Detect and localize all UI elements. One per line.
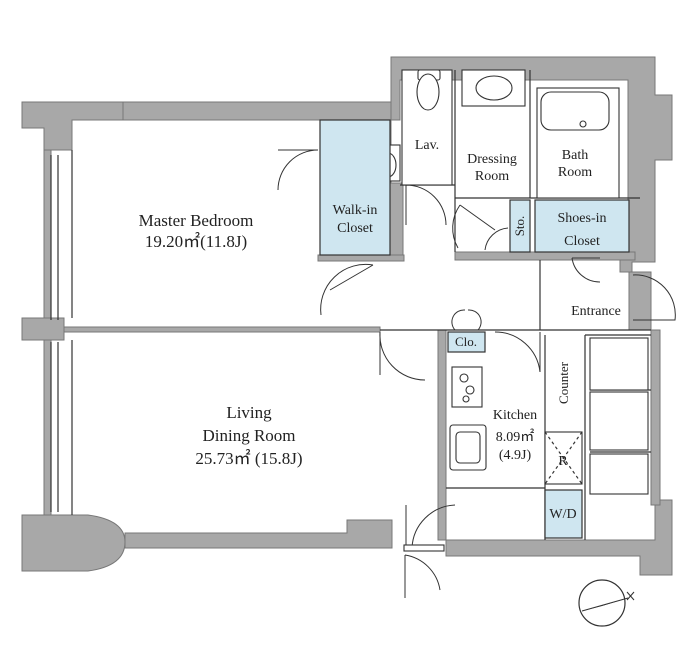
wall-walkin-right (389, 182, 404, 259)
room-labels: Master Bedroom 19.20㎡(11.8J) Walk-in Clo… (139, 138, 621, 522)
closet-area (447, 331, 486, 353)
entrance-label: Entrance (571, 304, 621, 319)
shoes-in-closet-label-2: Closet (564, 234, 600, 249)
living-label: Living (226, 403, 272, 422)
door-bottom (405, 504, 456, 550)
storage-cabinet-lower (589, 453, 649, 495)
washer-dryer-label: W/D (549, 507, 576, 522)
door-dressing (452, 204, 496, 249)
bath-room-label-1: Bath (562, 148, 588, 163)
refrigerator-label: R (558, 454, 568, 469)
door-living (379, 331, 426, 381)
door-lav (405, 184, 447, 226)
bathtub-icon (536, 87, 620, 199)
door-kitchen (494, 331, 541, 373)
living-dining-area: 25.73㎡ (15.8J) (195, 449, 302, 468)
wall-bedroom-living (63, 326, 381, 333)
refrigerator-icon (544, 431, 583, 485)
wall-bottom-living (124, 519, 393, 549)
dining-room-label: Dining Room (202, 426, 295, 445)
door-shoes (571, 257, 601, 283)
wall-bottom-right (445, 499, 673, 576)
door-walkin (277, 149, 319, 191)
master-bedroom-label: Master Bedroom (139, 211, 254, 230)
lavatory-label: Lav. (415, 138, 439, 153)
doors (277, 149, 676, 598)
shoes-in-closet-label-1: Shoes-in (558, 211, 607, 226)
storage-label: Sto. (512, 216, 527, 237)
wall-walkin-bottom (317, 254, 405, 262)
wall-dressing-bottom (454, 251, 636, 261)
walk-in-closet-area (319, 119, 391, 256)
master-bedroom-area: 19.20㎡(11.8J) (145, 232, 247, 251)
walk-in-closet-label-1: Walk-in (333, 203, 378, 218)
kitchen-label: Kitchen (493, 408, 537, 423)
stove-icon (451, 366, 483, 408)
washer-dryer-area (544, 489, 583, 539)
wall-top-bedroom (122, 101, 392, 121)
bath-room-label-2: Room (558, 165, 592, 180)
compass-north-arrow-icon (578, 579, 635, 627)
wall-left-mid (21, 317, 65, 341)
fixtures (375, 69, 649, 495)
counter-label: Counter (556, 361, 571, 404)
wall-left-top (21, 101, 124, 151)
door-bottom-lower (404, 554, 441, 598)
windows (50, 150, 73, 515)
wall-entrance-right (628, 271, 652, 331)
door-sto (484, 227, 509, 251)
shoes-in-closet-area (534, 199, 630, 253)
dressing-room-label-1: Dressing (467, 152, 517, 167)
door-bedroom (320, 263, 374, 316)
kitchen-area: 8.09㎡ (496, 429, 535, 445)
dressing-basin-icon (461, 69, 526, 107)
storage-cabinet-middle (589, 391, 649, 451)
walk-in-closet-label-2: Closet (337, 221, 373, 236)
dressing-room-label-2: Room (475, 169, 509, 184)
toilet-icon (401, 69, 453, 186)
wall-left-bottom (21, 514, 126, 572)
storage-area (509, 199, 531, 253)
kitchen-sink-icon (449, 424, 487, 471)
closet-label: Clo. (455, 334, 477, 349)
wall-right-exterior (650, 329, 661, 506)
door-entrance (632, 274, 676, 321)
kitchen-tatami: (4.9J) (499, 448, 532, 463)
storage-cabinet-upper (589, 337, 649, 391)
door-bottom-sill (403, 544, 445, 552)
door-closet (451, 309, 482, 331)
